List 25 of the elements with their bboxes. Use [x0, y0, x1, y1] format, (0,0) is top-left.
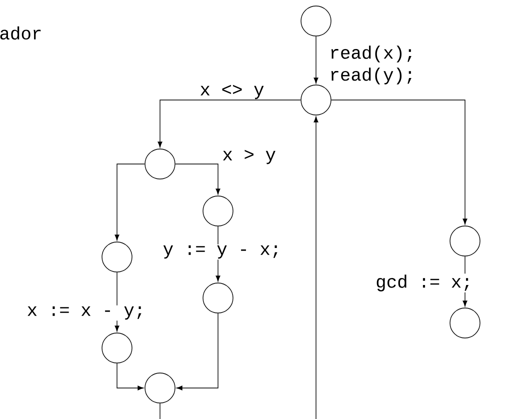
edge-label: x := x - y;: [26, 305, 146, 321]
arrow: [176, 313, 218, 390]
arrow: [116, 363, 144, 390]
arrow: [314, 36, 318, 84]
edge-label: read(x); read(y);: [331, 46, 412, 84]
edge-label: x <> y: [200, 84, 264, 100]
edge-label: gcd := x;: [374, 274, 474, 292]
circle-node: [144, 372, 176, 404]
arrow: [158, 100, 301, 148]
arrow: [175, 164, 220, 194]
circle-node: [450, 308, 480, 338]
arrow: [114, 164, 145, 240]
circle-node: [102, 332, 132, 364]
circle-node: [202, 282, 234, 314]
circle-node: [202, 196, 234, 226]
circle-node: [450, 226, 480, 256]
arrow: [160, 116, 318, 419]
circle-node: [144, 148, 176, 180]
circle-node: [102, 242, 132, 272]
edge-label: x > y: [223, 150, 276, 164]
partial-title: ador: [0, 26, 41, 40]
circle-node: [300, 6, 332, 36]
arrow: [331, 100, 468, 224]
circle-node: [300, 84, 332, 116]
edge-label: y := y - x;: [162, 244, 282, 260]
